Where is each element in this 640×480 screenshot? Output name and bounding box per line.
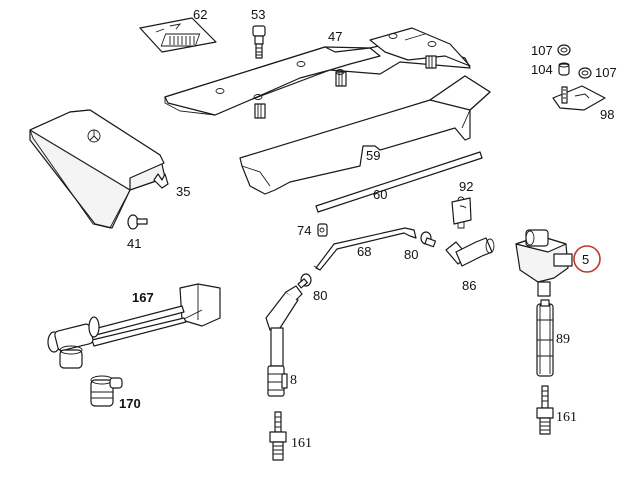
lower-cover-part-59[interactable] [239, 75, 491, 195]
spark-plug-connector-part-89[interactable] [265, 285, 303, 397]
callout-5: 5 [582, 252, 589, 267]
callout-107-upper: 107 [531, 43, 553, 58]
callout-107-right: 107 [595, 65, 617, 80]
callout-98: 98 [600, 107, 614, 122]
cable-harness-part-167[interactable] [47, 283, 221, 369]
engine-cover-part[interactable] [29, 109, 166, 229]
angled-connector-part-170[interactable] [90, 375, 123, 407]
callout-41: 41 [127, 236, 141, 251]
callout-74: 74 [297, 223, 311, 238]
label-plate-part-62[interactable] [139, 17, 217, 53]
callout-161-right: 161 [556, 410, 577, 425]
nut-part-107-right[interactable] [578, 67, 592, 79]
callout-170: 170 [119, 396, 141, 411]
sleeve-part-104[interactable] [558, 62, 570, 76]
callout-62: 62 [193, 7, 207, 22]
bolt-part-53[interactable] [252, 25, 266, 59]
callout-47: 47 [328, 29, 342, 44]
callout-59: 59 [366, 148, 380, 163]
highlight-circle [573, 245, 601, 273]
angled-plug-part-86[interactable] [445, 237, 495, 267]
clip-part-35[interactable] [153, 173, 169, 189]
spark-plug-part-161-right[interactable] [536, 385, 554, 435]
callout-80-right: 80 [404, 247, 418, 262]
callout-35: 35 [176, 184, 190, 199]
connector-part-80-left[interactable] [297, 273, 312, 289]
callout-161-left: 161 [291, 436, 312, 451]
callout-92: 92 [459, 179, 473, 194]
callout-80-left: 80 [313, 288, 327, 303]
spark-plug-part-161-left[interactable] [269, 411, 287, 461]
callout-167: 167 [132, 290, 154, 305]
connector-part-80-right[interactable] [420, 231, 437, 248]
screw-part-41[interactable] [127, 214, 148, 230]
ignition-coil-part-5[interactable] [515, 229, 573, 297]
seal-strip-part-60[interactable] [315, 151, 483, 213]
nut-part-107-upper[interactable] [557, 44, 571, 56]
callout-60: 60 [373, 187, 387, 202]
callout-89: 8 [290, 373, 297, 388]
upper-cover-plate-part-47[interactable] [164, 27, 471, 119]
callout-104: 104 [531, 62, 553, 77]
callout-53: 53 [251, 7, 265, 22]
callout-8: 89 [556, 332, 570, 347]
coil-extension-part-8[interactable] [536, 299, 554, 377]
callout-68: 68 [357, 244, 371, 259]
ignition-lead-part-68[interactable] [313, 227, 417, 271]
callout-86: 86 [462, 278, 476, 293]
clamp-part-74[interactable] [317, 223, 328, 237]
holder-part-92[interactable] [451, 196, 472, 229]
bracket-part-98[interactable] [552, 85, 606, 111]
